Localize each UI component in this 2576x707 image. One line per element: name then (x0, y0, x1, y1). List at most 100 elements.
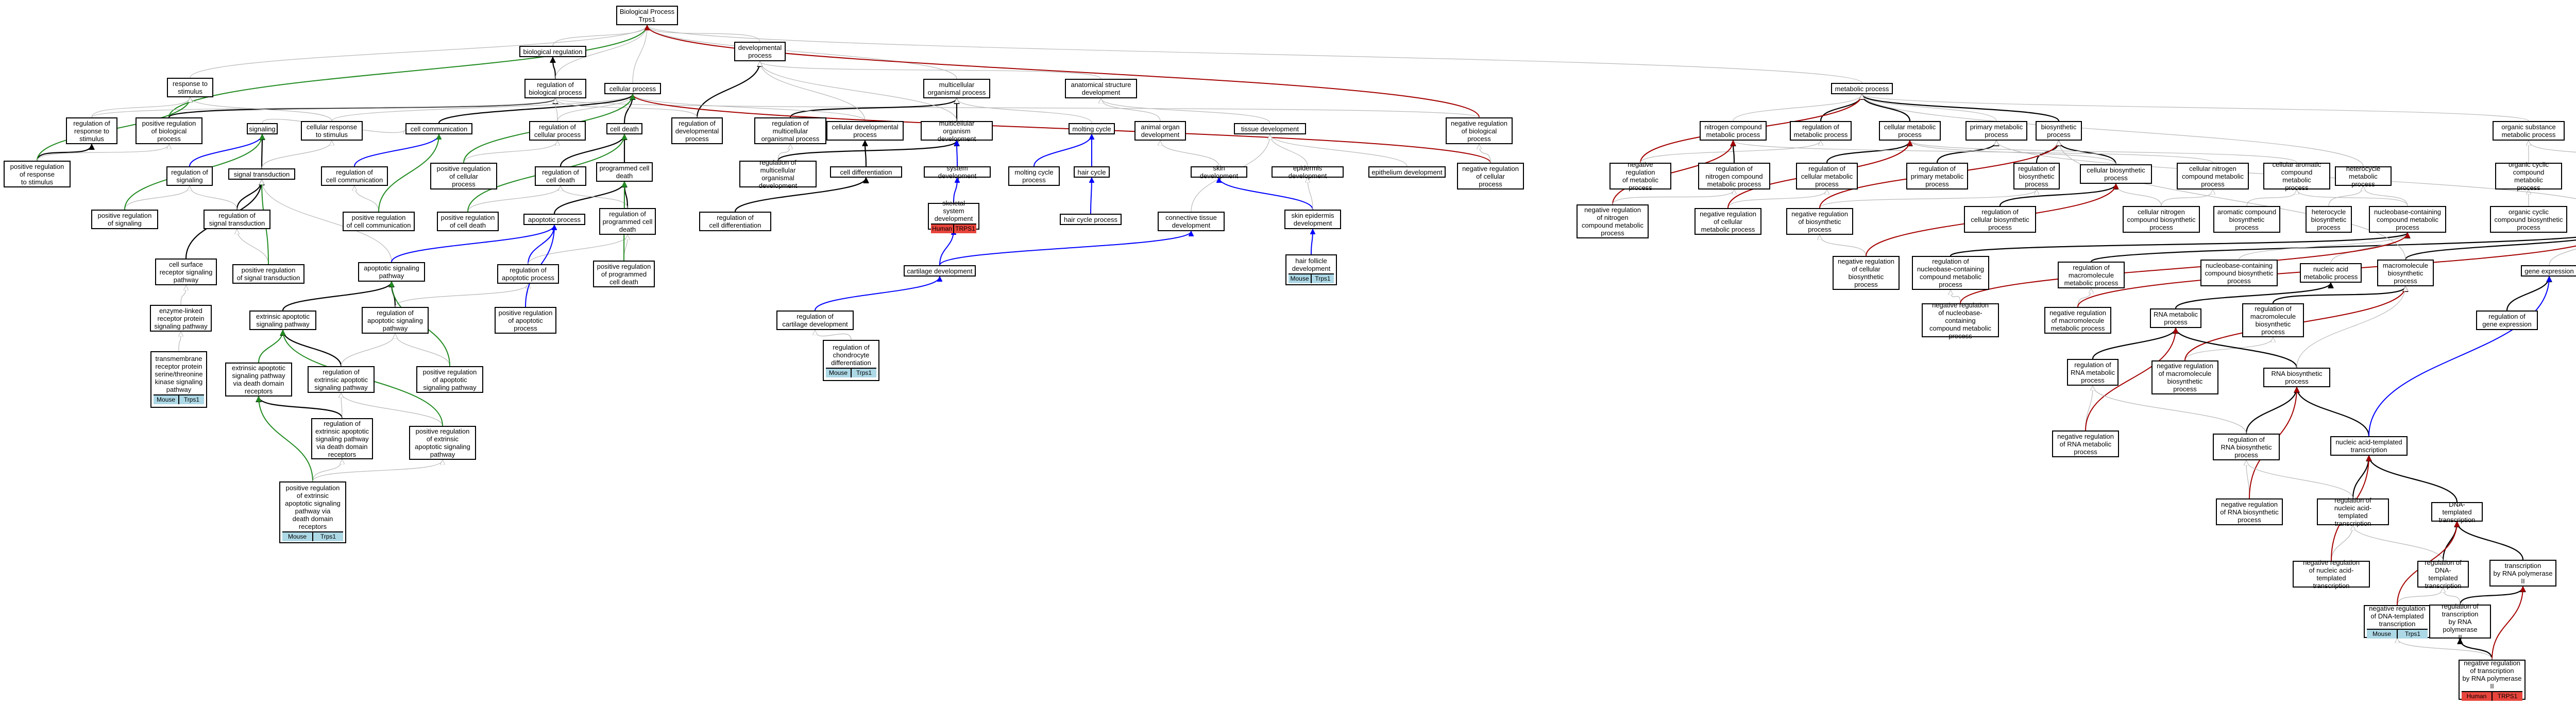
go-term-reg-resp[interactable]: regulation of response to stimulus (66, 117, 117, 144)
go-term-resp[interactable]: response to stimulus (167, 78, 213, 97)
go-term-reg-cell-proc[interactable]: regulation of cellular process (529, 121, 586, 141)
go-term-neg-reg-macromol-bio[interactable]: negative regulation of macromolecule bio… (2151, 360, 2218, 394)
go-term-nucleobase-metab[interactable]: nucleobase-containing compound metabolic… (2369, 206, 2446, 233)
go-term-arom-bio[interactable]: aromatic compound biosynthetic process (2213, 206, 2280, 233)
go-term-cell-comm[interactable]: cell communication (405, 123, 472, 134)
go-term-neg-reg-dna-templ[interactable]: negative regulation of DNA-templated tra… (2364, 605, 2431, 639)
go-term-org-cyclic[interactable]: organic cyclic compound metabolic proces… (2495, 161, 2562, 192)
go-term-reg-dna-templ[interactable]: regulation of DNA-templated transcriptio… (2417, 559, 2469, 590)
go-term-epith-dev[interactable]: epithelium development (1368, 166, 1446, 178)
go-term-reg-macromol-bio[interactable]: regulation of macromolecule biosynthetic… (2242, 303, 2304, 337)
go-term-pos-reg-cell-death[interactable]: positive regulation of cell death (437, 212, 499, 231)
go-term-neg-reg-biosyn[interactable]: negative regulation of biosynthetic proc… (1786, 208, 1853, 235)
go-term-epid-dev[interactable]: epidermis development (1272, 164, 1344, 180)
go-term-reg-trans-pol2[interactable]: regulation of transcription by RNA polym… (2429, 602, 2491, 641)
go-term-neg-reg-rna-metab[interactable]: negative regulation of RNA metabolic pro… (2052, 430, 2119, 457)
go-term-nucleobase-bio[interactable]: nucleobase-containing compound biosynthe… (2200, 260, 2278, 286)
go-term-pos-reg-resp[interactable]: positive regulation of response to stimu… (4, 161, 71, 187)
go-term-cell-metab[interactable]: cellular metabolic process (1879, 121, 1941, 141)
go-term-connective[interactable]: connective tissue development (1158, 212, 1225, 231)
go-term-signaling[interactable]: signaling (247, 123, 278, 134)
go-term-cell-resp[interactable]: cellular response to stimulus (301, 121, 363, 141)
go-term-reg-ext-apop[interactable]: regulation of extrinsic apoptotic signal… (308, 366, 375, 393)
go-term-reg-cell-comm[interactable]: regulation of cell communication (321, 166, 388, 186)
go-term-biol-reg[interactable]: biological regulation (519, 46, 586, 57)
go-term-anat-dev[interactable]: anatomical structure development (1065, 79, 1137, 98)
go-term-reg-metab[interactable]: regulation of metabolic process (1790, 121, 1852, 141)
go-term-cell-death[interactable]: cell death (606, 123, 642, 134)
go-term-reg-rna-metab[interactable]: regulation of RNA metabolic process (2067, 359, 2119, 386)
go-term-rna-metab[interactable]: RNA metabolic process (2150, 308, 2201, 328)
go-term-pos-reg-pcd[interactable]: positive regulation of programmed cell d… (593, 261, 655, 287)
go-term-reg-cartilage[interactable]: regulation of cartilage development (776, 311, 854, 330)
go-term-reg-cell-death[interactable]: regulation of cell death (535, 166, 586, 186)
go-term-reg-rna-bio[interactable]: regulation of RNA biosynthetic process (2213, 434, 2280, 460)
go-term-nitro-metab[interactable]: nitrogen compound metabolic process (1700, 121, 1767, 141)
go-term-enzyme-linked[interactable]: enzyme-linked receptor protein signaling… (150, 305, 212, 332)
go-term-reg-bp[interactable]: regulation of biological process (524, 79, 586, 98)
go-term-reg-multi[interactable]: regulation of multicellular organismal p… (754, 117, 826, 144)
go-term-tissue-dev[interactable]: tissue development (1234, 123, 1306, 134)
go-term-apoptotic[interactable]: apoptotic process (523, 214, 585, 225)
go-term-bp[interactable]: Biological Process Trps1 (616, 6, 678, 25)
go-term-neg-reg-cell-metab[interactable]: negative regulation of cellular metaboli… (1694, 208, 1761, 235)
go-term-sys-dev[interactable]: system development (924, 164, 991, 180)
go-term-reg-macromol-metab[interactable]: regulation of macromolecule metabolic pr… (2058, 262, 2125, 288)
go-term-reg-biosyn[interactable]: regulation of biosynthetic process (2013, 163, 2060, 189)
go-term-pos-reg-apop[interactable]: positive regulation of apoptotic process (495, 307, 556, 334)
go-term-pcd[interactable]: programmed cell death (596, 162, 653, 182)
go-term-hetero-bio[interactable]: heterocycle biosynthetic process (2306, 206, 2352, 233)
go-term-pos-reg-ext-apop[interactable]: positive regulation of extrinsic apoptot… (409, 426, 476, 460)
go-term-reg-pcd[interactable]: regulation of programmed cell death (599, 208, 656, 235)
go-term-pos-reg-signaling[interactable]: positive regulation of signaling (91, 210, 158, 229)
go-term-cartilage[interactable]: cartilage development (904, 265, 976, 277)
go-term-prim-metab[interactable]: primary metabolic process (1965, 121, 2027, 141)
go-term-reg-signaling[interactable]: regulation of signaling (166, 166, 213, 186)
go-term-reg-cell-biosyn[interactable]: regulation of cellular biosynthetic proc… (1964, 206, 2036, 233)
go-term-cell-biosyn[interactable]: cellular biosynthetic process (2080, 164, 2152, 184)
go-term-reg-cell-diff[interactable]: regulation of cell differentiation (699, 212, 771, 231)
go-term-molt[interactable]: molting cycle (1069, 123, 1115, 134)
go-term-tm-receptor[interactable]: transmembrane receptor protein serine/th… (150, 351, 207, 408)
go-term-skin-dev[interactable]: skin development (1191, 164, 1247, 180)
go-term-multi-dev[interactable]: multicellular organism development (921, 119, 993, 143)
go-term-cell-diff[interactable]: cell differentiation (830, 166, 902, 178)
go-term-reg-chondro[interactable]: regulation of chondrocyte differentiatio… (823, 340, 879, 381)
go-term-neg-reg-nitro[interactable]: negative regulation of nitrogen compound… (1577, 204, 1649, 238)
go-term-heterocycle[interactable]: heterocycle metabolic process (2335, 165, 2392, 188)
go-term-reg-prim[interactable]: regulation of primary metabolic process (1906, 163, 1968, 189)
go-term-neg-reg-rna-bio[interactable]: negative regulation of RNA biosynthetic … (2216, 498, 2283, 525)
go-term-neg-reg-cell-biosyn[interactable]: negative regulation of cellular biosynth… (1833, 256, 1900, 290)
go-term-reg-cell-metab[interactable]: regulation of cellular metabolic process (1796, 163, 1858, 189)
go-term-neg-reg-nucleobase[interactable]: negative regulation of nucleobase-contai… (1922, 301, 1999, 340)
go-term-extrinsic-apop[interactable]: extrinsic apoptotic signaling pathway (249, 311, 316, 330)
go-term-neg-reg-macromol[interactable]: negative regulation of macromolecule met… (2044, 307, 2111, 334)
go-term-pos-reg-cell-comm[interactable]: positive regulation of cell communicatio… (343, 212, 415, 231)
go-term-dev-proc[interactable]: developmental process (734, 42, 786, 61)
go-term-reg-nucleic-templ[interactable]: regulation of nucleic acid-templated tra… (2317, 496, 2389, 527)
go-term-pos-reg-bp[interactable]: positive regulation of biological proces… (135, 117, 202, 144)
go-term-cell-nitro-bio[interactable]: cellular nitrogen compound biosynthetic … (2123, 206, 2200, 233)
go-term-reg-multi-dev[interactable]: regulation of multicellular organismal d… (739, 159, 817, 189)
go-term-reg-nucleobase[interactable]: regulation of nucleobase-containing comp… (1912, 256, 1989, 290)
go-term-pos-reg-ext-apop-death[interactable]: positive regulation of extrinsic apoptot… (279, 481, 346, 543)
go-term-cell-nitro[interactable]: cellular nitrogen compound metabolic pro… (2177, 163, 2249, 189)
go-term-ext-apop-death[interactable]: extrinsic apoptotic signaling pathway vi… (225, 363, 292, 396)
go-term-gene-expr[interactable]: gene expression (2521, 265, 2576, 277)
go-term-cell-proc[interactable]: cellular process (604, 83, 661, 94)
go-term-trans-pol2[interactable]: transcription by RNA polymerase II (2489, 560, 2556, 587)
go-term-metab[interactable]: metabolic process (1831, 83, 1893, 94)
go-term-reg-apop-sig[interactable]: regulation of apoptotic signaling pathwa… (362, 307, 429, 334)
go-term-pos-reg-sig-trans[interactable]: positive regulation of signal transducti… (232, 264, 304, 284)
go-term-cell-dev-proc[interactable]: cellular developmental process (826, 121, 904, 141)
go-term-reg-dev[interactable]: regulation of developmental process (671, 117, 723, 144)
go-term-multi-proc[interactable]: multicellular organismal process (923, 79, 990, 98)
go-term-org-cyclic-bio[interactable]: organic cyclic compound biosynthetic pro… (2490, 206, 2567, 233)
go-term-dna-templ[interactable]: DNA-templated transcription (2431, 501, 2483, 524)
go-term-cell-arom[interactable]: cellular aromatic compound metabolic pro… (2263, 161, 2330, 192)
go-term-skin-epid[interactable]: skin epidermis development (1284, 210, 1341, 229)
go-term-sig-trans[interactable]: signal transduction (228, 168, 295, 180)
go-term-org-subst[interactable]: organic substance metabolic process (2493, 121, 2565, 141)
